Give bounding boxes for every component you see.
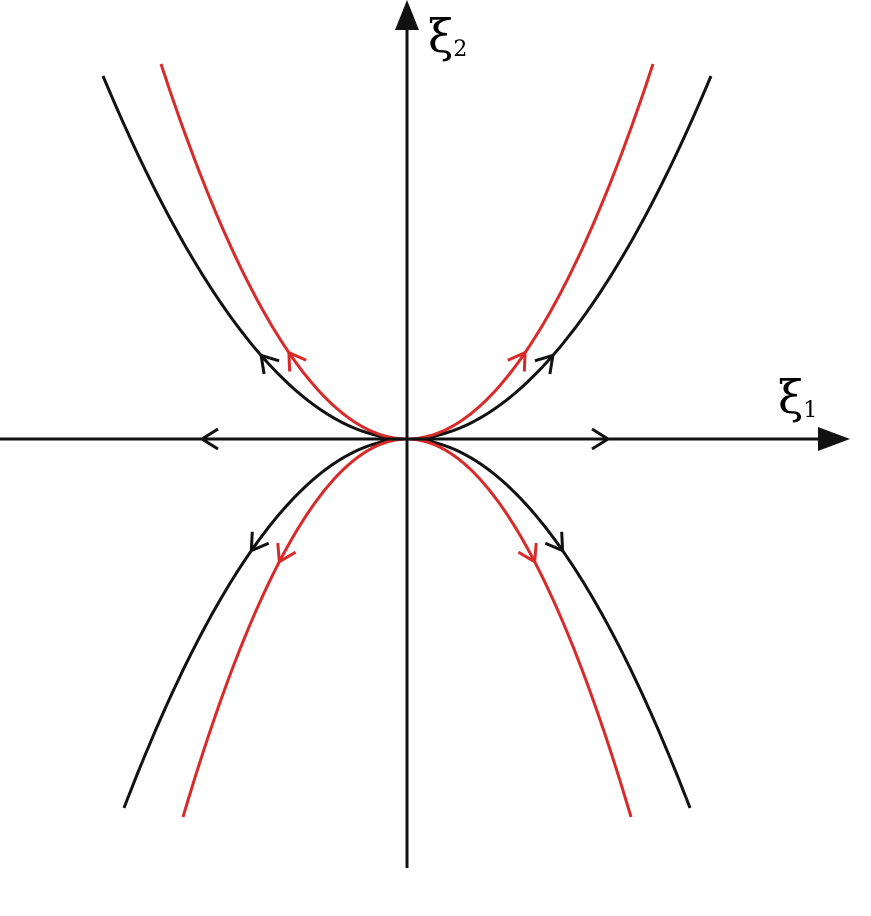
trajectory-layer [101, 63, 713, 818]
trajectory-red-upper-right [406, 63, 655, 441]
trajectory-red-upper-left [159, 63, 408, 441]
arrowhead-black-lower-left [249, 531, 270, 553]
horizontal-axis-right-arrow [591, 427, 611, 451]
horizontal-axis-left-arrow [199, 427, 219, 451]
trajectory-black-lower-right [406, 437, 692, 809]
vertical-axis-label: ξ2 [428, 9, 467, 63]
trajectory-black-upper-right [406, 75, 713, 441]
arrowhead-red-upper-left [287, 350, 307, 372]
trajectory-red-lower-right [406, 437, 633, 818]
arrowhead-red-upper-right [507, 350, 527, 372]
arrowhead-red-lower-left [276, 542, 297, 565]
arrowhead-black-upper-left [259, 353, 280, 375]
arrowhead-black-lower-right [544, 531, 565, 553]
horizontal-axis-arrowhead [818, 427, 850, 451]
trajectory-black-upper-left [101, 75, 408, 441]
vertical-axis-arrowhead [395, 0, 419, 30]
axes-layer [0, 0, 850, 868]
trajectory-red-lower-left [181, 437, 408, 818]
arrowhead-red-lower-right [517, 542, 538, 565]
horizontal-axis-label: ξ1 [778, 370, 817, 424]
trajectory-black-lower-left [122, 437, 408, 809]
arrowhead-black-upper-right [534, 353, 555, 375]
